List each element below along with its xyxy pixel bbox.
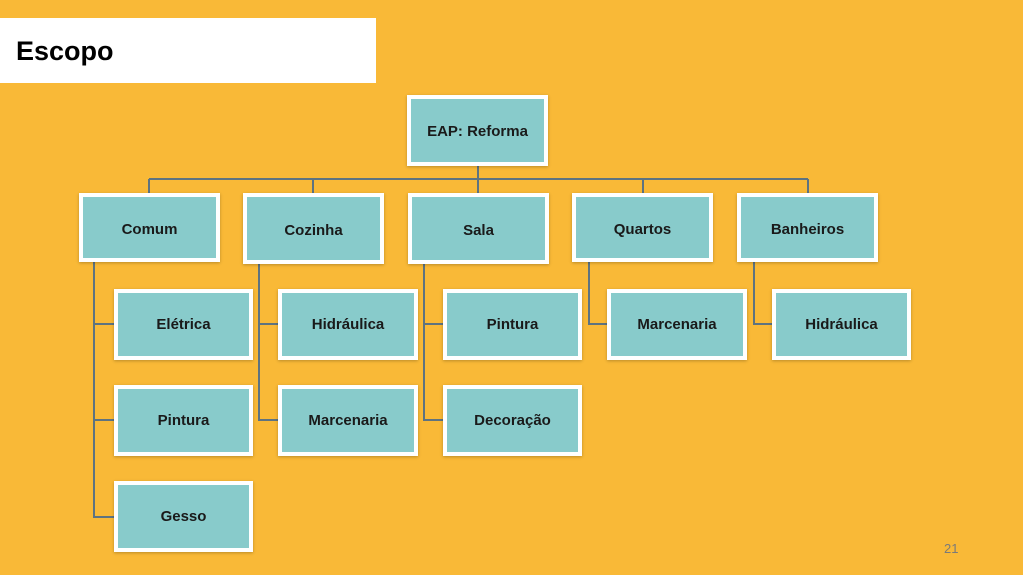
connector-trunk-banheiros bbox=[753, 262, 772, 325]
wbs-category-label: Quartos bbox=[613, 221, 672, 238]
wbs-category-label: Comum bbox=[121, 221, 178, 238]
wbs-root-node: EAP: Reforma bbox=[407, 95, 548, 166]
wbs-category-sala: Sala bbox=[408, 193, 549, 264]
wbs-category-label: Banheiros bbox=[770, 221, 845, 238]
wbs-task-label: Elétrica bbox=[156, 316, 211, 333]
wbs-task-label: Hidráulica bbox=[805, 316, 878, 333]
wbs-task-quartos-marcenaria: Marcenaria bbox=[607, 289, 747, 360]
connector-trunk-comum bbox=[93, 262, 114, 518]
title-box bbox=[0, 18, 376, 83]
wbs-task-label: Hidráulica bbox=[311, 316, 385, 333]
wbs-task-label: Marcenaria bbox=[637, 316, 717, 333]
wbs-category-label: Sala bbox=[463, 222, 494, 239]
wbs-task-label: Marcenaria bbox=[308, 412, 388, 429]
wbs-category-cozinha: Cozinha bbox=[243, 193, 384, 264]
slide-title: Escopo bbox=[16, 36, 114, 66]
wbs-task-label: Gesso bbox=[160, 508, 207, 525]
wbs-task-banheiros-hidraulica: Hidráulica bbox=[772, 289, 911, 360]
connector-trunk-cozinha bbox=[258, 264, 278, 421]
page-number: 21 bbox=[944, 541, 959, 556]
wbs-category-label: Cozinha bbox=[284, 222, 343, 239]
wbs-task-sala-pintura: Pintura bbox=[443, 289, 582, 360]
wbs-task-comum-pintura: Pintura bbox=[114, 385, 253, 456]
connector-trunk-quartos bbox=[588, 262, 607, 325]
wbs-task-comum-gesso: Gesso bbox=[114, 481, 253, 552]
wbs-category-quartos: Quartos bbox=[572, 193, 713, 262]
wbs-task-cozinha-hidraulica: Hidráulica bbox=[278, 289, 418, 360]
wbs-task-comum-eletrica: Elétrica bbox=[114, 289, 253, 360]
wbs-task-sala-decoracao: Decoração bbox=[443, 385, 582, 456]
connector-trunk-sala bbox=[423, 264, 443, 421]
wbs-task-label: Pintura bbox=[157, 412, 210, 429]
wbs-category-banheiros: Banheiros bbox=[737, 193, 878, 262]
wbs-task-label: Decoração bbox=[474, 412, 551, 429]
wbs-task-cozinha-marcenaria: Marcenaria bbox=[278, 385, 418, 456]
wbs-task-label: Pintura bbox=[486, 316, 539, 333]
wbs-root-label: EAP: Reforma bbox=[427, 123, 528, 140]
wbs-category-comum: Comum bbox=[79, 193, 220, 262]
